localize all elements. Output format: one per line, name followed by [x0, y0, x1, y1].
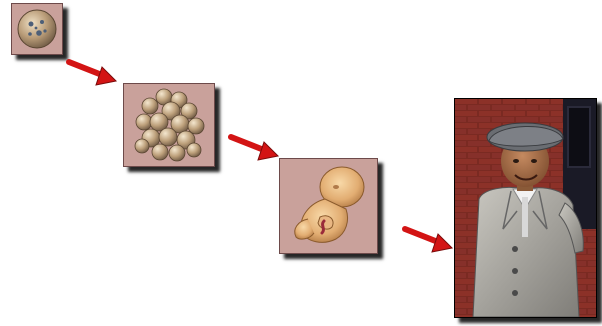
- cell-cluster-icon: [124, 84, 214, 166]
- arrow-1: [64, 55, 124, 91]
- fetus-icon: [280, 159, 377, 253]
- child-photo: [455, 99, 596, 317]
- arrow-2: [226, 130, 286, 166]
- arrow-right-icon: [226, 130, 286, 166]
- child-stage: [454, 98, 597, 318]
- arrow-3: [400, 222, 460, 258]
- single-cell-stage: [11, 3, 63, 55]
- single-cell-icon: [12, 4, 62, 54]
- arrow-right-icon: [64, 55, 124, 91]
- cell-cluster-stage: [123, 83, 215, 167]
- arrow-right-icon: [400, 222, 460, 258]
- fetus-stage: [279, 158, 378, 254]
